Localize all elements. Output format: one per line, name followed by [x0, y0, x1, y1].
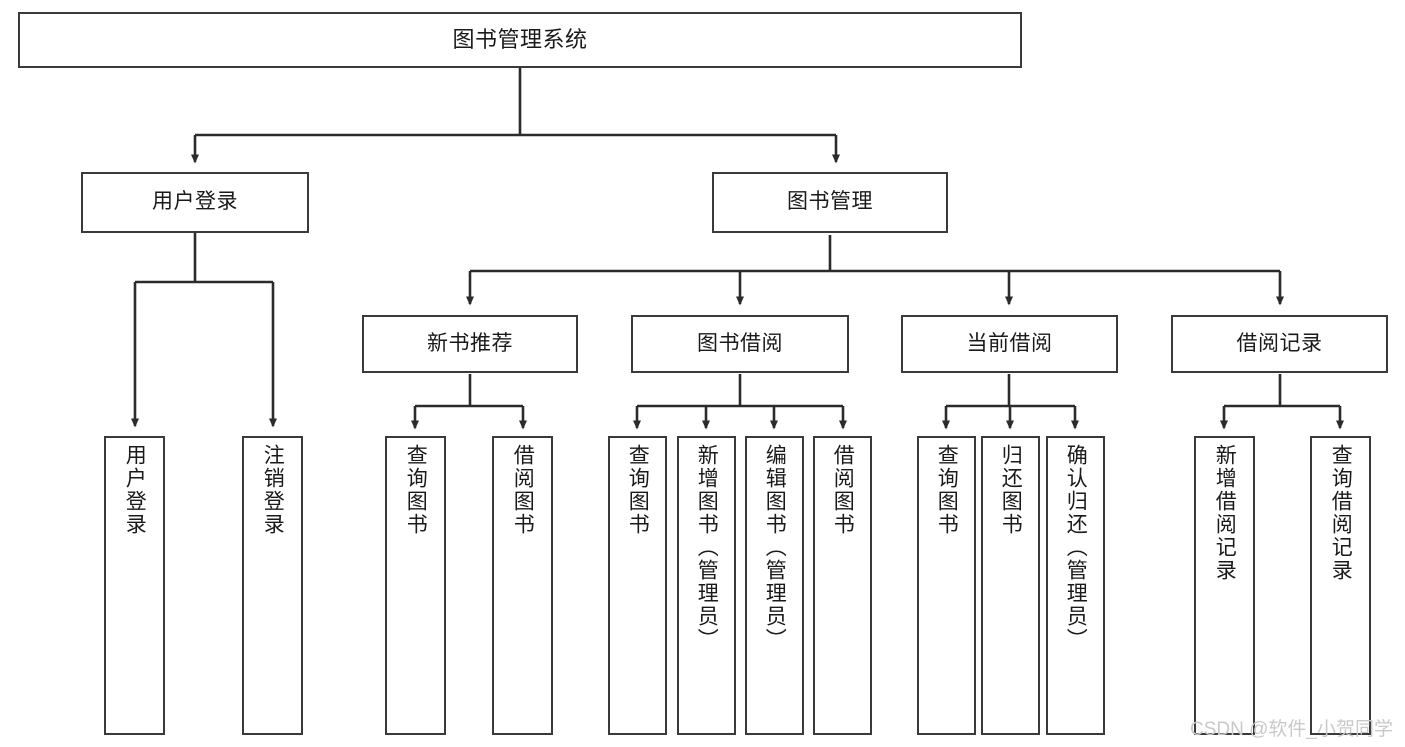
- csdn-watermark: CSDN @软件_小贺同学: [1190, 719, 1393, 740]
- node-label: 图书借阅: [697, 331, 783, 355]
- node-label: 图书管理系统: [452, 27, 588, 53]
- node-label: 确认归还（管理员）: [1064, 444, 1088, 651]
- leaf-logout-login[interactable]: 注销登录: [242, 436, 303, 735]
- leaf-edit-book-admin[interactable]: 编辑图书（管理员）: [745, 436, 804, 735]
- node-label: 查询图书: [935, 444, 959, 536]
- leaf-user-login[interactable]: 用户登录: [104, 436, 165, 735]
- leaf-add-borrow-record[interactable]: 新增借阅记录: [1194, 436, 1255, 735]
- node-label: 用户登录: [123, 444, 147, 536]
- node-label: 用户登录: [152, 190, 238, 214]
- node-label: 图书管理: [787, 190, 873, 214]
- node-label: 查询借阅记录: [1329, 444, 1353, 582]
- node-root-book-management-system[interactable]: 图书管理系统: [18, 12, 1022, 68]
- node-book-management[interactable]: 图书管理: [712, 172, 948, 233]
- leaf-query-borrow-record[interactable]: 查询借阅记录: [1310, 436, 1371, 735]
- node-borrow-record[interactable]: 借阅记录: [1171, 315, 1388, 373]
- leaf-add-book-admin[interactable]: 新增图书（管理员）: [677, 436, 736, 735]
- leaf-borrow-book-recommend[interactable]: 借阅图书: [492, 436, 553, 735]
- node-book-borrow[interactable]: 图书借阅: [631, 315, 849, 373]
- node-label: 新增图书（管理员）: [695, 444, 719, 651]
- leaf-query-book-recommend[interactable]: 查询图书: [385, 436, 446, 735]
- node-label: 新增借阅记录: [1213, 444, 1237, 582]
- leaf-confirm-return-admin[interactable]: 确认归还（管理员）: [1046, 436, 1105, 735]
- leaf-query-book-current[interactable]: 查询图书: [917, 436, 976, 735]
- leaf-return-book[interactable]: 归还图书: [981, 436, 1040, 735]
- leaf-borrow-book[interactable]: 借阅图书: [813, 436, 872, 735]
- node-label: 注销登录: [261, 444, 285, 536]
- node-new-book-recommend[interactable]: 新书推荐: [362, 315, 578, 373]
- node-current-borrow[interactable]: 当前借阅: [901, 315, 1118, 373]
- node-label: 查询图书: [404, 444, 428, 536]
- leaf-query-book-borrow[interactable]: 查询图书: [608, 436, 667, 735]
- node-label: 新书推荐: [427, 331, 513, 355]
- node-label: 查询图书: [626, 444, 650, 536]
- node-label: 借阅记录: [1236, 331, 1323, 355]
- node-label: 借阅图书: [511, 444, 535, 536]
- node-label: 当前借阅: [966, 331, 1053, 355]
- node-label: 归还图书: [999, 444, 1023, 536]
- node-label: 借阅图书: [831, 444, 855, 536]
- node-label: 编辑图书（管理员）: [763, 444, 787, 651]
- node-user-login[interactable]: 用户登录: [81, 172, 309, 233]
